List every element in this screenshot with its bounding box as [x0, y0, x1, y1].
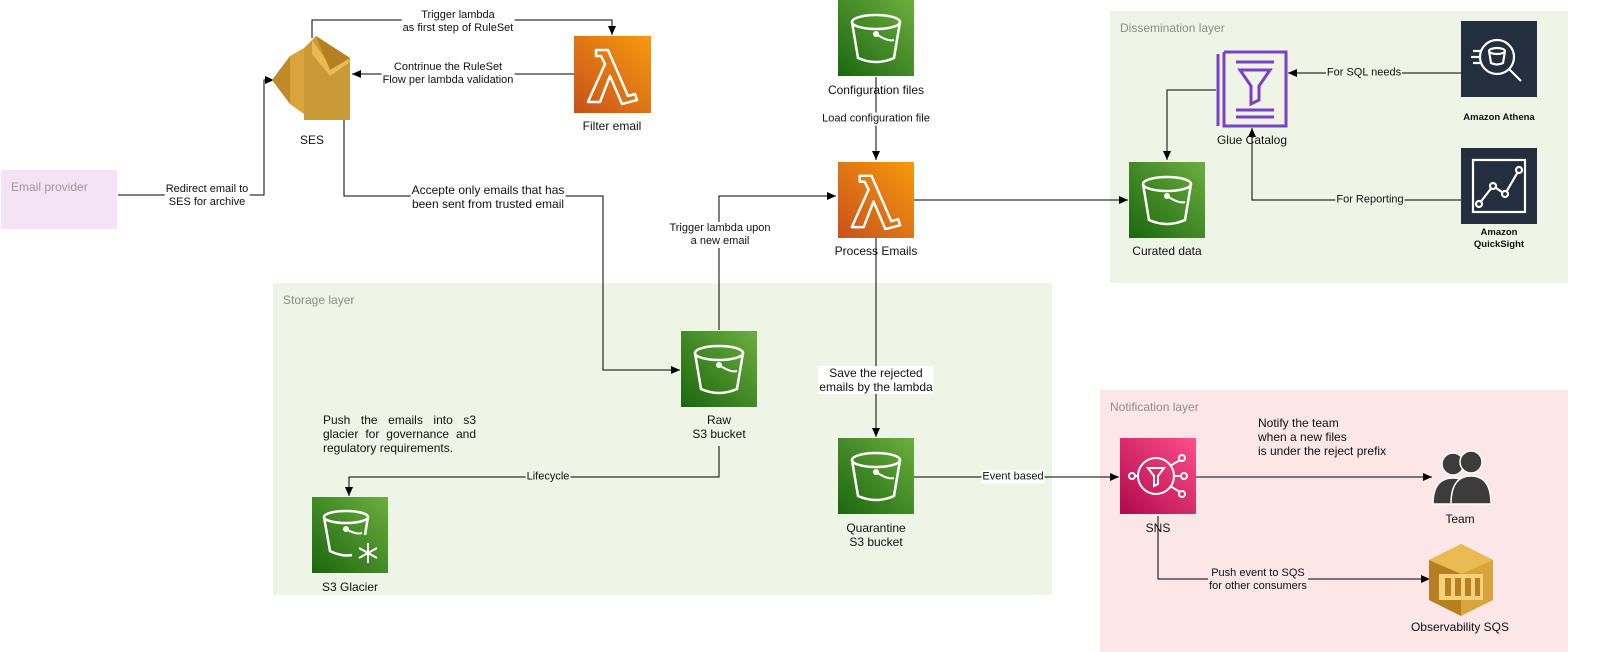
s3-bucket-icon [1129, 162, 1205, 238]
quicksight-label: Amazon QuickSight [1473, 227, 1525, 250]
sns-node [1120, 438, 1196, 514]
storage-layer: Storage layer [273, 283, 1052, 595]
notify-team-note: Notify the team when a new files is unde… [1258, 416, 1387, 458]
athena-label: Amazon Athena [1463, 112, 1535, 123]
edge-label-trigger-lambda: Trigger lambda as first step of RuleSet [401, 9, 515, 35]
ses-node [272, 36, 352, 120]
edge-label-load-config: Load configuration file [821, 112, 931, 126]
sns-icon [1120, 438, 1196, 514]
ses-icon [272, 36, 350, 120]
notification-layer-label: Notification layer [1110, 400, 1199, 414]
config-files-node [838, 0, 914, 76]
curated-data-label: Curated data [1132, 244, 1202, 258]
s3-bucket-icon [838, 438, 914, 514]
notification-layer: Notification layer [1100, 390, 1568, 652]
lambda-icon [574, 36, 651, 113]
process-emails-node [838, 162, 914, 238]
ses-label: SES [299, 133, 325, 147]
s3-bucket-icon [838, 0, 914, 76]
quicksight-icon [1461, 148, 1537, 224]
edge-label-lifecycle: Lifecycle [525, 470, 571, 484]
athena-node [1461, 21, 1537, 97]
edge-redirect-email [118, 76, 274, 196]
glue-catalog-icon [1216, 50, 1288, 128]
filter-email-label: Filter email [582, 119, 642, 133]
sqs-label: Observability SQS [1410, 620, 1510, 634]
edge-label-accept-trusted: Accepte only emails that has been sent f… [410, 183, 566, 211]
edge-push-sqs [1157, 516, 1430, 583]
edge-trigger-new-email [718, 192, 836, 330]
dissemination-layer-label: Dissemination layer [1120, 21, 1225, 35]
s3-glacier-label: S3 Glacier [321, 580, 379, 594]
edge-glue-to-curated [1163, 89, 1216, 160]
users-icon [1432, 450, 1492, 505]
s3-glacier-node [312, 497, 388, 573]
s3-bucket-icon [681, 331, 757, 407]
quarantine-bucket-label: Quarantine S3 bucket [846, 521, 906, 549]
athena-icon [1461, 21, 1537, 97]
edge-label-redirect-email: Redirect email to SES for archive [164, 183, 250, 209]
raw-bucket-label: Raw S3 bucket [692, 413, 746, 441]
team-node [1431, 446, 1492, 506]
team-label: Team [1445, 512, 1475, 526]
email-provider-label: Email provider [11, 180, 88, 194]
edge-label-reporting: For Reporting [1335, 193, 1405, 207]
config-files-label: Configuration files [827, 83, 925, 97]
email-provider-box: Email provider [1, 170, 117, 229]
raw-bucket-node [681, 331, 757, 407]
s3-glacier-icon [312, 497, 388, 573]
sqs-node [1429, 544, 1493, 616]
edge-label-sql-needs: For SQL needs [1325, 66, 1403, 80]
sns-label: SNS [1145, 521, 1171, 535]
edge-label-event-based: Event based [981, 470, 1045, 484]
process-emails-label: Process Emails [834, 244, 918, 258]
quicksight-node [1461, 148, 1537, 224]
glacier-note: Push the emails into s3 glacier for gove… [323, 413, 476, 455]
lambda-icon [838, 162, 914, 238]
edge-label-continue-ruleset: Contrinue the RuleSet Flow per lambda va… [381, 61, 515, 87]
edge-label-push-sqs: Push event to SQS for other consumers [1208, 567, 1308, 593]
storage-layer-label: Storage layer [283, 293, 355, 307]
sqs-icon [1429, 544, 1493, 616]
quarantine-bucket-node [838, 438, 914, 514]
glue-catalog-label: Glue Catalog [1216, 133, 1288, 147]
edge-label-trigger-new-email: Trigger lambda upon a new email [668, 222, 772, 248]
edge-label-save-rejected: Save the rejected emails by the lambda [818, 366, 934, 394]
filter-email-node [574, 36, 651, 113]
curated-data-node [1129, 162, 1205, 238]
edge-accept-trusted [343, 120, 680, 374]
glue-catalog-node [1216, 50, 1288, 128]
